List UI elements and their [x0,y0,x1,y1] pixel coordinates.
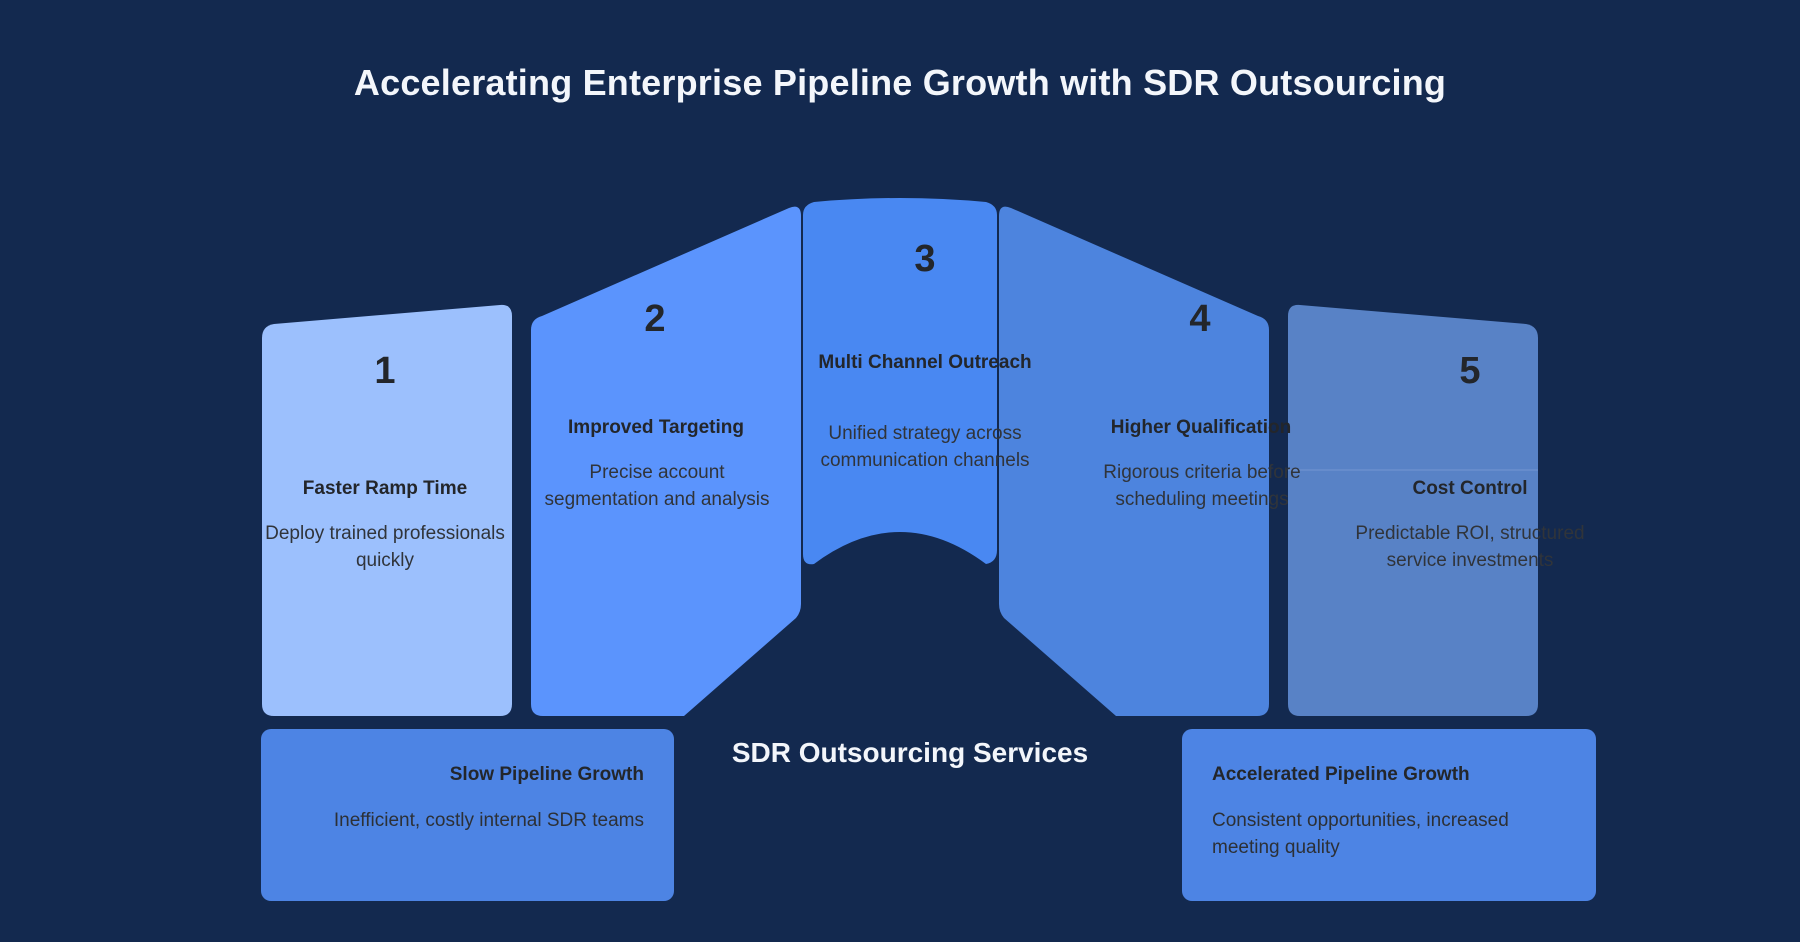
arch-card-3-shape[interactable] [803,198,997,565]
card-5-description: Predictable ROI, structured service inve… [1355,523,1585,571]
card-4-description: Rigorous criteria before scheduling meet… [1103,462,1301,510]
card-5-number: 5 [1459,350,1481,392]
card-1-title: Faster Ramp Time [302,478,468,499]
callout-right-description: Consistent opportunities, increased meet… [1212,809,1509,858]
center-caption: SDR Outsourcing Services [731,737,1089,768]
card-4-number: 4 [1189,298,1211,340]
arch-card-1-shape[interactable] [262,304,512,716]
card-1-description: Deploy trained professionals quickly [265,523,505,571]
card-2-title: Improved Targeting [568,417,744,438]
callout-right[interactable]: Accelerated Pipeline Growth Consistent o… [1182,729,1596,901]
callout-left[interactable]: Slow Pipeline Growth Inefficient, costly… [261,729,674,901]
card-3-description: Unified strategy across communication ch… [820,423,1030,471]
page-title: Accelerating Enterprise Pipeline Growth … [353,62,1447,103]
callout-left-description: Inefficient, costly internal SDR teams [333,809,644,831]
card-3-number: 3 [914,238,936,280]
card-2-description: Precise account segmentation and analysi… [544,462,770,510]
callout-right-title: Accelerated Pipeline Growth [1212,764,1470,785]
card-2-number: 2 [644,298,666,340]
card-4-title: Higher Qualification [1110,417,1292,438]
arch-card-2-shape[interactable] [531,206,801,716]
callout-left-title: Slow Pipeline Growth [449,764,644,785]
arch-card-4-shape[interactable] [999,206,1269,716]
card-1-number: 1 [374,350,396,392]
card-5-title: Cost Control [1412,478,1528,499]
card-3-title: Multi Channel Outreach [818,352,1032,373]
arch-card-5-shape[interactable] [1288,304,1538,716]
